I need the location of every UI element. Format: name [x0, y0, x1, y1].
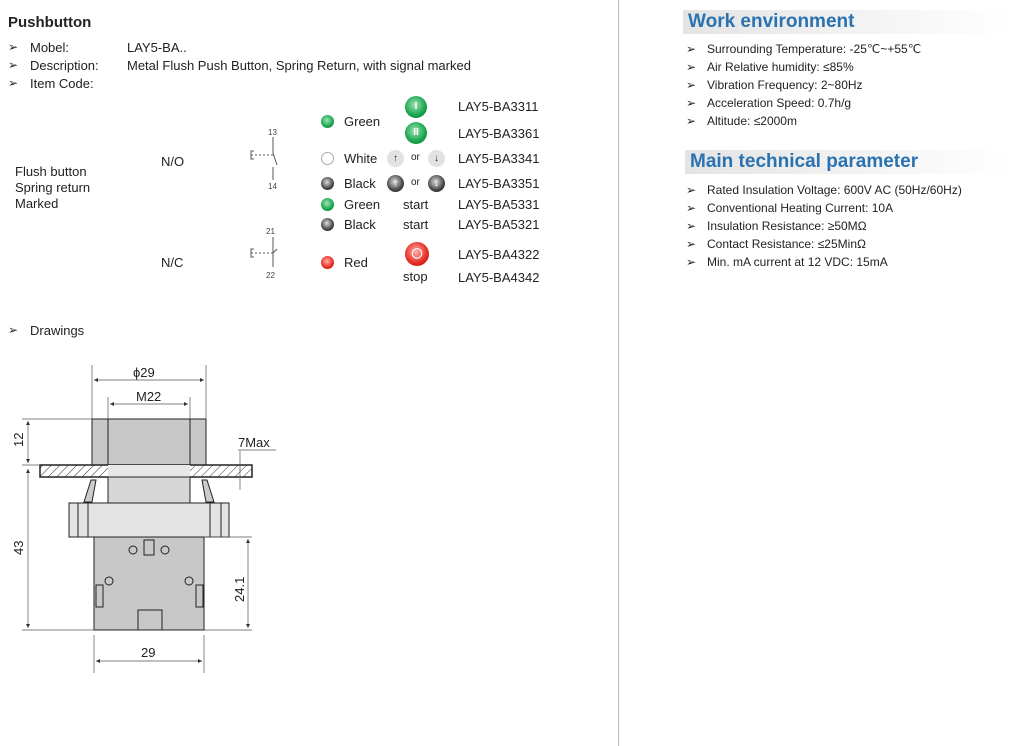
contact-symbols: 13 14 21 22 — [250, 128, 278, 280]
terminal: 22 — [266, 271, 275, 280]
drawings-label: Drawings — [30, 323, 85, 338]
marking-text: start — [403, 217, 429, 232]
marking-text: start — [403, 197, 429, 212]
description-label: Description: — [30, 58, 99, 73]
terminal: 21 — [266, 227, 275, 236]
dim-label: M22 — [136, 389, 161, 404]
or-text: or — [411, 177, 420, 188]
item-code: LAY5-BA5331 — [458, 197, 540, 212]
list-item: ➢Contact Resistance: ≤25MinΩ — [686, 237, 866, 251]
type-line: Flush button — [15, 164, 87, 179]
model-label: Mobel: — [30, 40, 70, 55]
nc-label: N/C — [161, 255, 184, 270]
color-label: Red — [344, 255, 368, 270]
dimension-drawing: ϕ29 M22 12 7Max 43 24.1 29 — [11, 365, 276, 673]
start-button-icon: I — [405, 96, 427, 118]
terminal: 14 — [268, 182, 277, 191]
arrow-down-icon: ↓ — [428, 150, 445, 167]
dim-label: ϕ29 — [133, 365, 155, 380]
column-divider — [618, 0, 619, 746]
dim-label: 7Max — [238, 435, 270, 450]
list-item: ➢Rated Insulation Voltage: 600V AC (50Hz… — [686, 183, 962, 197]
item-code: LAY5-BA3361 — [458, 126, 540, 141]
red-indicator-icon — [321, 256, 334, 269]
list-item: ➢Insulation Resistance: ≥50MΩ — [686, 219, 867, 233]
section-title: Pushbutton — [8, 14, 92, 31]
stop-button-icon: ◯ — [405, 242, 429, 266]
item-code: LAY5-BA3311 — [458, 99, 539, 114]
technical-heading: Main technical parameter — [685, 150, 1009, 174]
bullet-icon: ➢ — [8, 58, 19, 72]
arrow-down-icon: ↓ — [428, 175, 445, 192]
list-item: ➢Air Relative humidity: ≤85% — [686, 60, 854, 74]
color-label: Green — [344, 114, 381, 129]
white-indicator-icon — [321, 152, 334, 165]
black-indicator-icon — [321, 218, 334, 231]
technical-list: ➢Rated Insulation Voltage: 600V AC (50Hz… — [686, 181, 962, 271]
black-indicator-icon — [321, 177, 334, 190]
description-value: Metal Flush Push Button, Spring Return, … — [127, 58, 471, 73]
color-label: Green — [344, 197, 381, 212]
color-label: Black — [344, 176, 376, 191]
list-item: ➢Conventional Heating Current: 10A — [686, 201, 894, 215]
arrow-up-icon: ↑ — [387, 175, 404, 192]
dim-label: 29 — [141, 645, 155, 660]
item-code: LAY5-BA3341 — [458, 151, 540, 166]
dim-label: 12 — [11, 433, 26, 447]
green-indicator-icon — [321, 115, 334, 128]
bullet-icon: ➢ — [8, 76, 19, 90]
dim-label: 43 — [11, 541, 26, 555]
list-item: ➢Surrounding Temperature: -25℃~+55℃ — [686, 42, 922, 56]
work-environment-list: ➢Surrounding Temperature: -25℃~+55℃ ➢Air… — [686, 40, 921, 130]
type-line: Marked — [15, 196, 59, 211]
green-indicator-icon — [321, 198, 334, 211]
or-text: or — [411, 152, 420, 163]
list-item: ➢Vibration Frequency: 2~80Hz — [686, 78, 863, 92]
color-label: Black — [344, 217, 376, 232]
item-code: LAY5-BA5321 — [458, 217, 540, 232]
list-item: ➢Acceleration Speed: 0.7h/g — [686, 96, 852, 110]
arrow-up-icon: ↑ — [387, 150, 404, 167]
list-item: ➢Altitude: ≤2000m — [686, 114, 797, 128]
start-ii-button-icon: II — [405, 122, 427, 144]
item-code: LAY5-BA3351 — [458, 176, 540, 191]
type-line: Spring return — [15, 180, 91, 195]
bullet-icon: ➢ — [8, 323, 19, 337]
color-label: White — [344, 151, 378, 166]
item-code: LAY5-BA4342 — [458, 270, 540, 285]
marking-text: stop — [403, 269, 428, 284]
item-code-label: Item Code: — [30, 76, 94, 91]
terminal: 13 — [268, 128, 277, 137]
no-label: N/O — [161, 154, 185, 169]
list-item: ➢Min. mA current at 12 VDC: 15mA — [686, 255, 888, 269]
dim-label: 24.1 — [232, 577, 247, 602]
model-value: LAY5-BA.. — [127, 40, 187, 55]
bullet-icon: ➢ — [8, 40, 19, 54]
item-code: LAY5-BA4322 — [458, 247, 540, 262]
work-environment-heading: Work environment — [683, 10, 1009, 34]
